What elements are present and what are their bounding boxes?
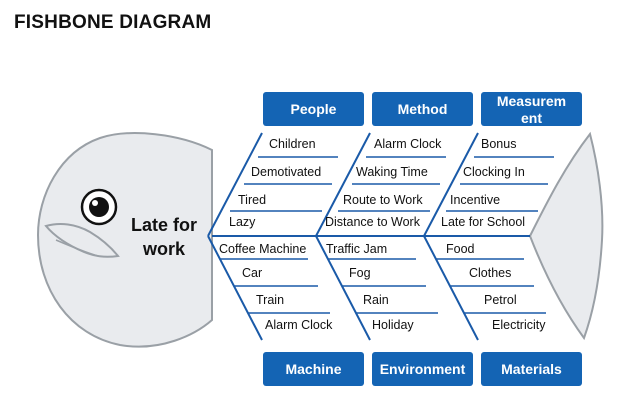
- fish-head: [36, 132, 213, 348]
- cause-label: Alarm Clock: [265, 318, 333, 332]
- cause-label: Clocking In: [463, 165, 525, 179]
- cause-label: Holiday: [372, 318, 414, 332]
- category-materials: Materials: [481, 352, 582, 386]
- category-measurement: Measurement: [481, 92, 582, 126]
- cause-label: Tired: [238, 193, 267, 207]
- cause-label: Coffee Machine: [219, 242, 307, 256]
- category-machine: Machine: [263, 352, 364, 386]
- category-method: Method: [372, 92, 473, 126]
- category-people: People: [263, 92, 364, 126]
- fish-tail: [528, 131, 604, 341]
- problem-statement: Late for work: [130, 215, 197, 259]
- cause-label: Car: [242, 266, 263, 280]
- cause-label: Alarm Clock: [374, 137, 442, 151]
- cause-label: Demotivated: [251, 165, 322, 179]
- cause-label: Distance to Work: [325, 215, 420, 229]
- cause-label: Traffic Jam: [326, 242, 388, 256]
- cause-label: Children: [269, 137, 316, 151]
- cause-label: Electricity: [492, 318, 546, 332]
- cause-label: Train: [256, 293, 285, 307]
- cause-label: Petrol: [484, 293, 517, 307]
- cause-label: Clothes: [469, 266, 512, 280]
- cause-label: Bonus: [481, 137, 517, 151]
- cause-label: Incentive: [450, 193, 501, 207]
- cause-label: Lazy: [229, 215, 256, 229]
- cause-label: Food: [446, 242, 475, 256]
- diagram-title: FISHBONE DIAGRAM: [14, 12, 212, 33]
- category-environment: Environment: [372, 352, 473, 386]
- cause-label: Route to Work: [343, 193, 423, 207]
- cause-label: Fog: [349, 266, 371, 280]
- cause-label: Rain: [363, 293, 389, 307]
- cause-label: Late for School: [441, 215, 526, 229]
- cause-label: Waking Time: [356, 165, 428, 179]
